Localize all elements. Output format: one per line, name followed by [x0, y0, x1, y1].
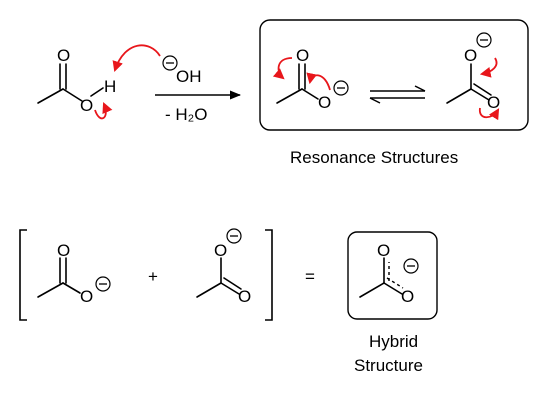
carbonyl-oxygen: O	[487, 93, 500, 112]
resonance-box	[259, 19, 529, 131]
pi-bond-arrow	[272, 57, 293, 80]
oxygen-top: O	[377, 241, 390, 260]
hybrid-label-line2: Structure	[354, 356, 423, 375]
alkoxide-oxygen: O	[464, 46, 477, 65]
acetic-acid: O O H	[37, 46, 116, 115]
lone-pair-arrow	[479, 57, 498, 78]
left-bracket	[19, 229, 27, 321]
acidic-hydrogen: H	[104, 77, 116, 96]
right-bracket	[265, 229, 273, 321]
alkoxide-oxygen: O	[318, 93, 331, 112]
acetate-hybrid: O O	[359, 241, 419, 306]
hydroxyl-oxygen: O	[80, 96, 93, 115]
carbonyl-oxygen: O	[57, 46, 70, 65]
deprotonation-arrow	[112, 44, 161, 73]
carbonyl-oxygen: O	[57, 241, 70, 260]
resonance-label: Resonance Structures	[290, 148, 458, 167]
lone-pair-arrow	[306, 72, 331, 91]
equals-sign: =	[305, 267, 315, 286]
carbonyl-oxygen: O	[296, 46, 309, 65]
acetate-form-1: O O	[276, 46, 349, 112]
hydroxide-label: OH	[176, 67, 202, 86]
oh-bond-arrow	[94, 102, 113, 120]
hybrid-box	[347, 231, 438, 320]
acetate-form-2: O O	[196, 228, 251, 306]
acetate-form-1: O O	[37, 241, 111, 306]
alkoxide-oxygen: O	[80, 287, 93, 306]
plus-sign: +	[148, 267, 158, 286]
hydroxide-reagent: OH	[162, 55, 202, 86]
water-loss-label: - H₂O	[165, 105, 207, 124]
acetate-form-2: O O	[446, 32, 500, 112]
carbonyl-oxygen: O	[238, 287, 251, 306]
oxygen-right: O	[401, 287, 414, 306]
alkoxide-oxygen: O	[214, 241, 227, 260]
equilibrium-arrows	[369, 85, 426, 104]
hybrid-label-line1: Hybrid	[369, 332, 418, 351]
pi-bond-arrow	[479, 107, 500, 121]
